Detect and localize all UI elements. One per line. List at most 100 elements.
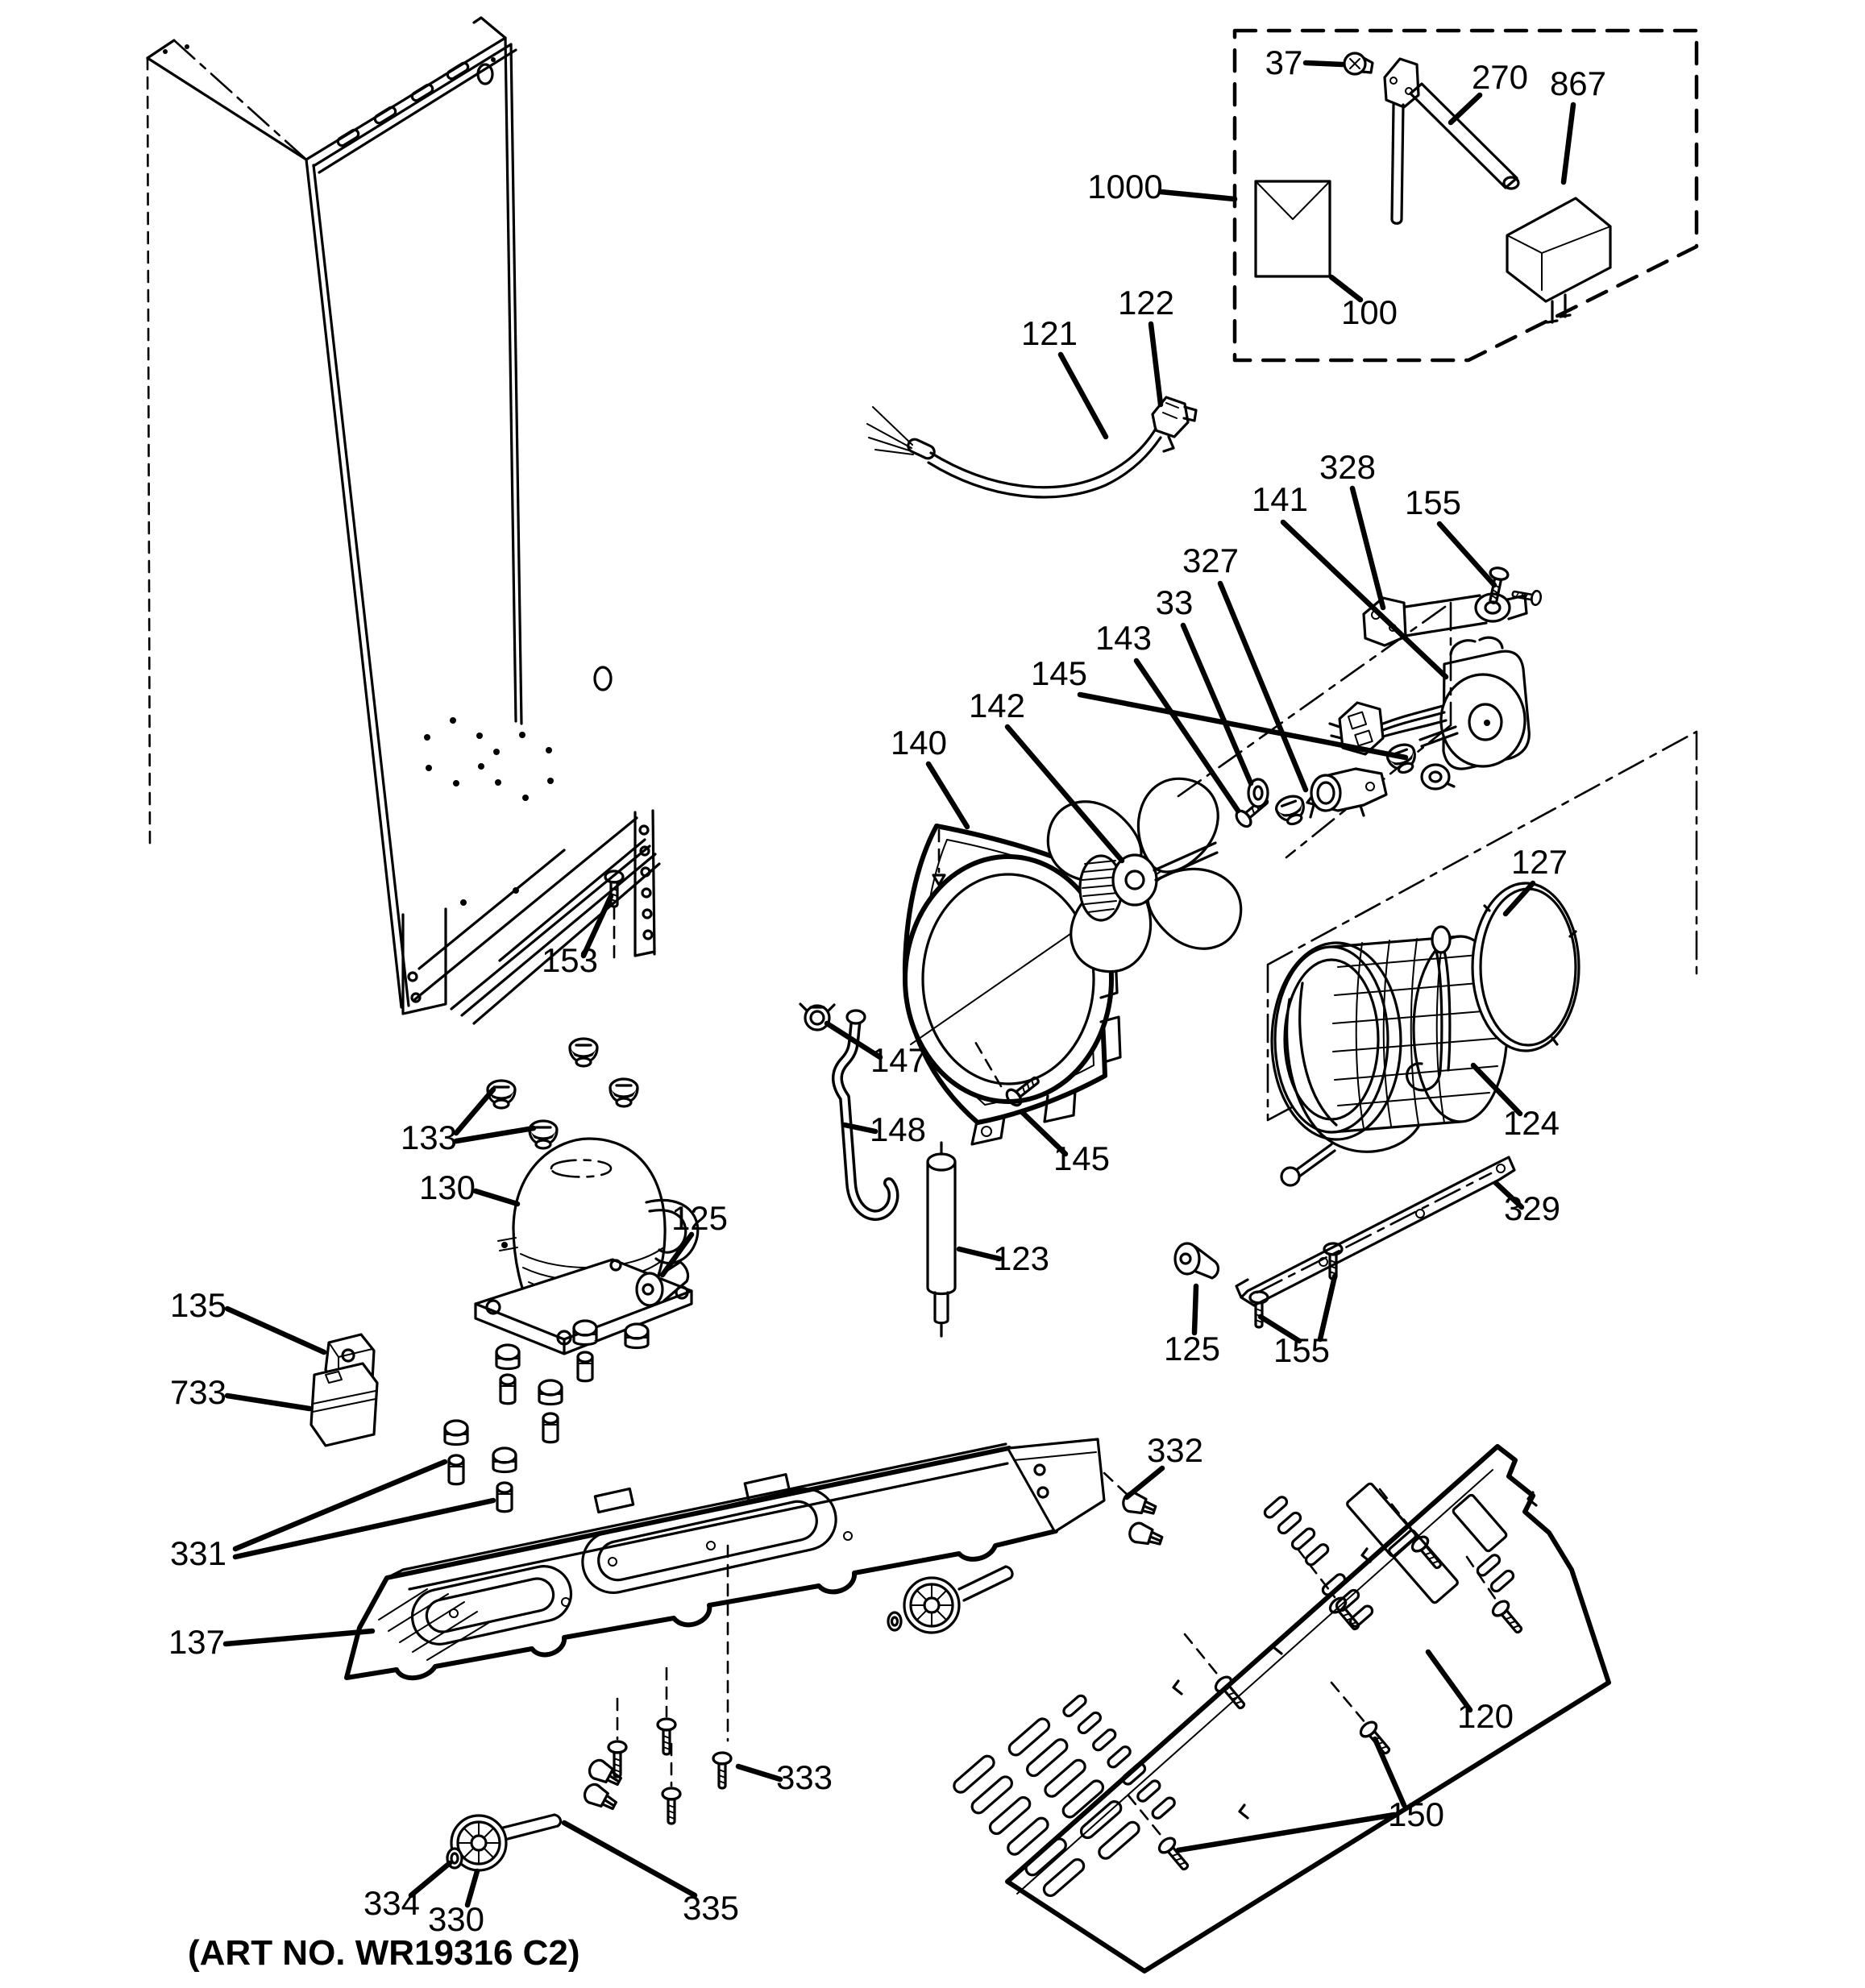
part-label-148: 148 (870, 1110, 926, 1148)
fan-axis-small-parts (1177, 601, 1456, 859)
part-label-332: 332 (1147, 1431, 1203, 1469)
accessory-kit-inset (1232, 28, 1699, 363)
fill-tube-bracket (1383, 57, 1420, 109)
part-label-330: 330 (428, 1900, 484, 1938)
part-label-145-low: 145 (1053, 1139, 1110, 1177)
part-label-123: 123 (993, 1239, 1049, 1277)
part-label-137: 137 (168, 1623, 225, 1661)
mounting-hole-cluster (424, 717, 554, 906)
drier-123 (926, 1141, 957, 1338)
drain-rod (1390, 103, 1405, 225)
part-labels: 37 270 867 1000 100 121 122 328 141 155 … (168, 44, 1606, 1938)
relay-733 (309, 1362, 379, 1447)
part-label-270: 270 (1472, 58, 1528, 96)
stud-331c (492, 1446, 517, 1474)
base-pan (344, 1438, 1165, 1872)
part-label-124: 124 (1503, 1104, 1560, 1142)
part-label-133: 133 (401, 1119, 457, 1156)
part-label-153: 153 (542, 941, 598, 979)
pin-331a (542, 1412, 559, 1444)
part-label-335: 335 (683, 1889, 739, 1927)
front-roller-group (446, 1813, 563, 1872)
grommet-c (568, 1037, 599, 1068)
grommet-327a (1272, 791, 1310, 830)
part-label-125-left: 125 (671, 1199, 728, 1237)
part-label-867: 867 (1550, 64, 1606, 102)
part-label-120: 120 (1457, 1697, 1514, 1735)
part-label-100: 100 (1341, 293, 1398, 331)
stud-331b (443, 1419, 469, 1446)
part-label-334: 334 (363, 1884, 420, 1922)
pan-end-bracket (1007, 1438, 1165, 1551)
pan-bolt-2 (579, 1780, 621, 1816)
part-label-329: 329 (1504, 1189, 1560, 1227)
part-label-150: 150 (1388, 1795, 1444, 1833)
motor-bracket-328 (1362, 565, 1543, 647)
washer-33 (1247, 778, 1269, 808)
screw-332-b (1126, 1519, 1165, 1551)
pin-a (499, 1373, 517, 1405)
part-label-333: 333 (776, 1758, 833, 1796)
grommet-d (609, 1077, 639, 1108)
cabinet-back-view (146, 16, 661, 1025)
condenser-assembly (1173, 730, 1698, 1329)
pan-screw-1 (656, 1717, 677, 1756)
part-label-130: 130 (419, 1168, 476, 1206)
condenser-tube (1406, 925, 1452, 1092)
part-label-127: 127 (1511, 843, 1568, 881)
condenser-coil-124 (1270, 925, 1509, 1187)
part-label-331: 331 (170, 1534, 226, 1572)
part-label-733: 733 (170, 1373, 226, 1411)
part-label-147: 147 (870, 1041, 927, 1079)
part-label-155-top: 155 (1405, 484, 1461, 521)
pin-b (576, 1351, 594, 1383)
screw-37 (1343, 52, 1374, 76)
part-label-328: 328 (1319, 448, 1376, 486)
pan-screw-3 (661, 1787, 682, 1825)
pin-331c (496, 1481, 513, 1513)
pan-channels (410, 1487, 837, 1646)
stud-c (624, 1322, 650, 1350)
part-label-141: 141 (1252, 480, 1308, 518)
part-label-135: 135 (170, 1286, 226, 1324)
stud-a (495, 1343, 521, 1371)
fan-blade (1032, 763, 1256, 987)
compressor-base-plate (474, 1258, 693, 1355)
instruction-envelope (1254, 180, 1331, 278)
grommet-133b (528, 1119, 559, 1150)
drier-125-right (1173, 1242, 1220, 1280)
rear-roller (887, 1565, 1014, 1634)
part-label-140: 140 (891, 724, 947, 762)
part-label-33: 33 (1156, 583, 1194, 621)
stud-b (572, 1319, 598, 1347)
rear-access-panel (949, 1444, 1611, 1973)
pin-331b (447, 1454, 465, 1486)
part-label-142: 142 (969, 687, 1025, 724)
compressor-assembly (309, 1002, 957, 1513)
drier-125-left (635, 1260, 690, 1307)
part-label-122: 122 (1118, 284, 1174, 322)
washer-nut (1420, 763, 1456, 791)
screw-333 (712, 1751, 733, 1790)
fan-shroud (902, 824, 1165, 1146)
part-label-125-right: 125 (1164, 1330, 1220, 1368)
wire-harness (866, 396, 1198, 499)
stud-331a (538, 1379, 563, 1406)
fan-hub (1078, 853, 1158, 922)
part-label-155-low: 155 (1273, 1331, 1330, 1369)
part-label-327: 327 (1182, 542, 1239, 579)
ring-127 (1471, 882, 1580, 1052)
clamp-147 (799, 1002, 836, 1031)
part-label-121: 121 (1021, 314, 1078, 352)
harness-plug-122 (1151, 396, 1198, 453)
hook-tube-148 (832, 1009, 899, 1222)
art-number: (ART NO. WR19316 C2) (188, 1933, 580, 1973)
bracket-327 (1306, 767, 1388, 819)
fill-tube-270 (1409, 82, 1520, 190)
drip-tray-867 (1506, 197, 1612, 324)
leader-lines (222, 60, 1576, 1908)
part-label-1000: 1000 (1087, 168, 1162, 205)
part-label-143: 143 (1095, 619, 1152, 657)
